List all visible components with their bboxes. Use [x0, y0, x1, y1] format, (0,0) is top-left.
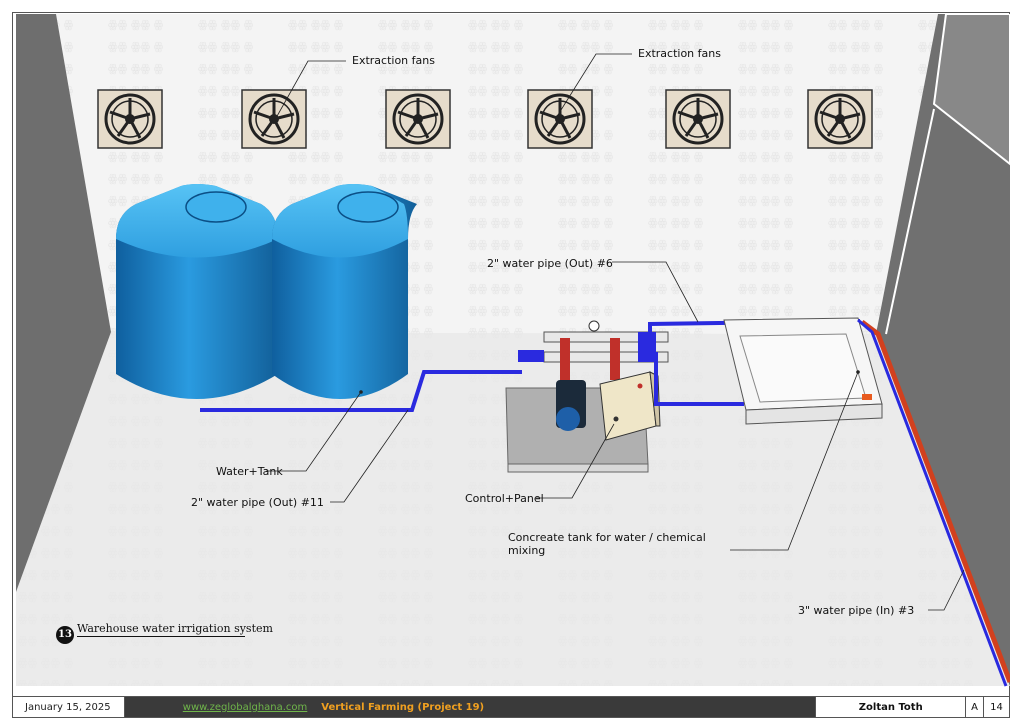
water-tank — [116, 184, 278, 399]
callout-extraction-fans: Extraction fans — [352, 54, 435, 67]
water-pipe-out-11 — [200, 370, 522, 412]
footer-sheet-number: 14 — [983, 697, 1009, 717]
leader-concrete-tank — [730, 371, 859, 551]
callout-pipe-in-3: 3" water pipe (In) #3 — [798, 604, 915, 617]
leader-fans-right — [555, 53, 632, 119]
title-block: January 15, 2025 www.zeglobalghana.com V… — [12, 696, 1010, 718]
extraction-fan — [97, 89, 163, 149]
leader-control-panel — [536, 423, 615, 499]
leader-pipe-in-3 — [928, 569, 965, 611]
warehouse-scene: ꙮꙮ ꙮꙮ ꙮ — [16, 14, 1010, 687]
leader-fans-left — [275, 60, 346, 119]
callout-concrete-tank: Concreate tank for water / chemical mixi… — [508, 531, 706, 557]
wall-edge-line — [885, 108, 935, 335]
view-title: Warehouse water irrigation system — [77, 622, 273, 635]
leader-pipe-11 — [330, 409, 409, 503]
footer-project-title: Vertical Farming (Project 19) — [321, 701, 485, 713]
left-wall — [16, 14, 111, 592]
extraction-fan — [807, 89, 873, 149]
footer-website-link[interactable]: www.zeglobalghana.com — [182, 701, 308, 713]
water-pipe-in-3-blue — [857, 318, 1008, 687]
concrete-tank — [723, 317, 883, 425]
callout-pipe-out-6: 2" water pipe (Out) #6 — [487, 257, 613, 270]
right-wall — [876, 14, 1010, 686]
callout-extraction-fans: Extraction fans — [638, 47, 721, 60]
leader-water-tank — [266, 391, 362, 472]
leader-pipe-6 — [612, 261, 699, 323]
water-tank — [272, 184, 417, 399]
water-pipe-in-3 — [860, 320, 1010, 683]
water-pipe-link — [650, 352, 744, 406]
callout-pipe-out-11: 2" water pipe (Out) #11 — [191, 496, 324, 509]
callout-control-panel: Control+Panel — [465, 492, 544, 505]
callout-water-tank: Water+Tank — [216, 465, 283, 478]
footer-author: Zoltan Toth — [815, 697, 965, 717]
extraction-fan — [665, 89, 731, 149]
footer-revision: A — [965, 697, 983, 717]
extraction-fan — [241, 89, 307, 149]
extraction-fan — [527, 89, 593, 149]
valve-manifold — [518, 320, 669, 380]
right-wall-panel — [932, 14, 1010, 166]
view-title-underline — [77, 636, 245, 637]
view-number-badge: 13 — [56, 626, 74, 644]
footer-date: January 15, 2025 — [13, 697, 125, 717]
footer-project-bar: www.zeglobalghana.com Vertical Farming (… — [124, 697, 816, 717]
extraction-fan — [385, 89, 451, 149]
